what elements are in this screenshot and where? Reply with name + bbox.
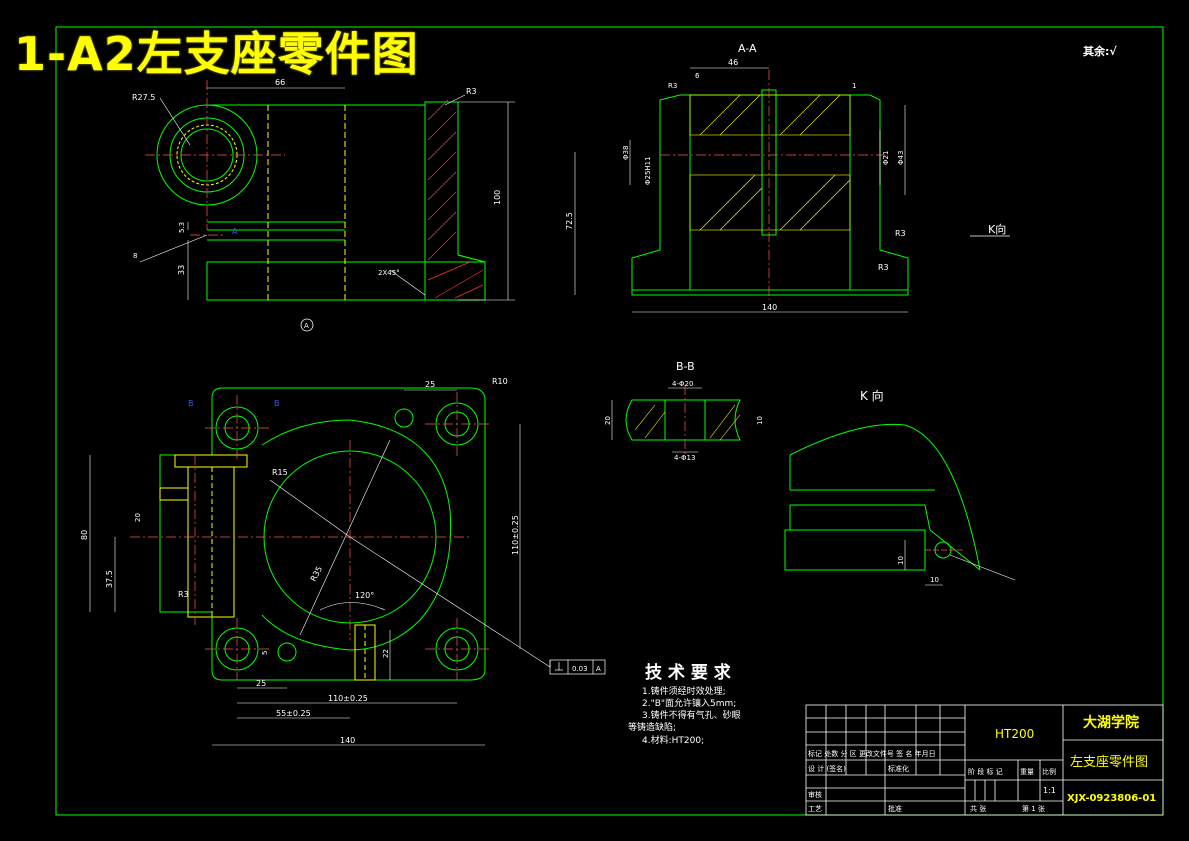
dim-33: 33 (177, 265, 186, 275)
tolerance-value: 0.03 (572, 665, 588, 673)
title-block-sheet: 第 1 张 (1022, 804, 1045, 813)
title-block-ratio: 比例 (1042, 767, 1056, 776)
title-block-process: 工艺 (808, 805, 822, 813)
view-marker-b-right: B (274, 399, 280, 408)
dim-140-aa: 140 (762, 303, 777, 312)
dim-phi25h11: Φ25H11 (644, 156, 652, 185)
front-view (156, 101, 486, 301)
dim-phi21: Φ21 (882, 151, 890, 165)
section-aa-title: A-A (738, 42, 757, 55)
dim-8: 8 (133, 252, 137, 260)
title-block-drawing-name: 左支座零件图 (1070, 755, 1148, 770)
top-view (159, 387, 486, 681)
tech-req-item-4: 4.材料:HT200; (642, 734, 704, 746)
dim-1: 1 (852, 82, 856, 90)
view-marker-a-top: A (230, 65, 236, 74)
title-block-grid (805, 704, 1164, 816)
dim-r3-aa1: R3 (668, 82, 677, 90)
dim-120-deg: 120° (355, 591, 374, 600)
title-block-scale: 1:1 (1043, 786, 1056, 795)
roughness-note: 其余:√ (1083, 44, 1117, 58)
title-block-marks-row: 标记 处数 分 区 更改文件号 签 名 年月日 (808, 749, 936, 758)
dim-25-bottom: 25 (256, 679, 266, 688)
k-view-title: K 向 (860, 388, 884, 403)
dim-phi38: Φ38 (622, 146, 630, 160)
page-title-overlay: 1-A2左支座零件图 (14, 27, 419, 81)
title-block-standard: 标准化 (888, 764, 909, 773)
title-block-material: HT200 (995, 727, 1034, 741)
k-dim-10-horizontal: 10 (930, 576, 939, 584)
dim-725: 72.5 (565, 212, 574, 230)
section-bb-title: B-B (676, 360, 695, 373)
dim-phi43: Φ43 (897, 151, 905, 165)
front-view-dims (139, 87, 515, 301)
tech-req-item-2: 2."B"面允许镶入5mm; (642, 697, 736, 709)
title-block-drawing-no: XJX-0923806-01 (1067, 793, 1156, 804)
datum-a-symbol (300, 318, 314, 332)
sheet-border (55, 26, 1164, 816)
datum-a-letter: A (304, 322, 309, 330)
dim-25: 25 (425, 380, 435, 389)
dim-r15: R15 (272, 468, 288, 477)
top-view-centerlines (130, 392, 490, 680)
k-view-arrow: K向 (988, 222, 1006, 236)
dim-r3-top: R3 (466, 87, 477, 96)
front-view-hatch (427, 99, 484, 299)
title-block-approve: 批准 (888, 804, 902, 813)
dim-10-bb: 10 (756, 416, 764, 425)
section-bb-hatch (634, 404, 741, 441)
k-view-shape (784, 423, 981, 571)
dim-110-vertical: 110±0.25 (511, 515, 520, 555)
section-aa-view (631, 89, 909, 296)
dim-chamfer: 2X45° (378, 269, 400, 277)
dim-55: 55±0.25 (276, 709, 311, 718)
tech-req-item-3: 3.铸件不得有气孔、砂眼 (642, 709, 741, 721)
tech-req-item-3b: 等铸造缺陷; (628, 721, 676, 733)
tech-req-title: 技 术 要 求 (645, 662, 731, 683)
title-block-stage: 阶 段 标 记 (968, 767, 1003, 776)
top-view-dims (89, 389, 551, 746)
dim-r3-top-view: R3 (178, 590, 189, 599)
title-block-total: 共 张 (970, 804, 986, 813)
title-block-design-row: 设 计 (签名) (808, 764, 846, 773)
dim-r35: R35 (309, 565, 324, 583)
dim-110-horizontal: 110±0.25 (328, 694, 368, 703)
dim-5: 5 (261, 651, 269, 655)
dim-r3-aa3: R3 (878, 263, 889, 272)
k-dim-10-vertical: 10 (897, 556, 905, 565)
dim-20: 20 (134, 513, 142, 522)
section-aa-hatch (689, 94, 851, 231)
k-view-dims (904, 540, 1016, 586)
dim-80: 80 (80, 530, 89, 540)
title-block-weight: 重量 (1020, 768, 1034, 776)
dim-66: 66 (275, 78, 285, 87)
section-bb-dims (611, 387, 702, 453)
tolerance-datum: A (596, 665, 601, 673)
tolerance-frame (549, 659, 606, 675)
dim-4-phi20: 4-Φ20 (672, 380, 693, 388)
dim-22: 22 (382, 649, 390, 658)
dim-53: 5.3 (178, 222, 186, 233)
view-marker-b-left: B (188, 399, 194, 408)
dim-100: 100 (493, 190, 502, 205)
dim-r275: R27.5 (132, 93, 155, 102)
top-view-yellow (159, 454, 376, 681)
front-view-centerlines (145, 80, 285, 236)
section-aa-dims (574, 67, 908, 313)
dim-375: 37.5 (105, 570, 114, 588)
dim-20-bb: 20 (604, 416, 612, 425)
title-block-check: 审核 (808, 790, 822, 799)
tech-req-item-1: 1.铸件须经时效处理; (642, 685, 726, 697)
dim-6: 6 (695, 72, 700, 80)
dim-r3-aa2: R3 (895, 229, 906, 238)
section-aa-centerlines (660, 70, 885, 300)
view-marker-a-mid: A (232, 227, 238, 236)
dim-140-bottom: 140 (340, 736, 355, 745)
dim-46: 46 (728, 58, 738, 67)
dim-4-phi13: 4-Φ13 (674, 454, 695, 462)
dim-r10: R10 (492, 377, 508, 386)
title-block-school: 大湖学院 (1083, 714, 1139, 731)
